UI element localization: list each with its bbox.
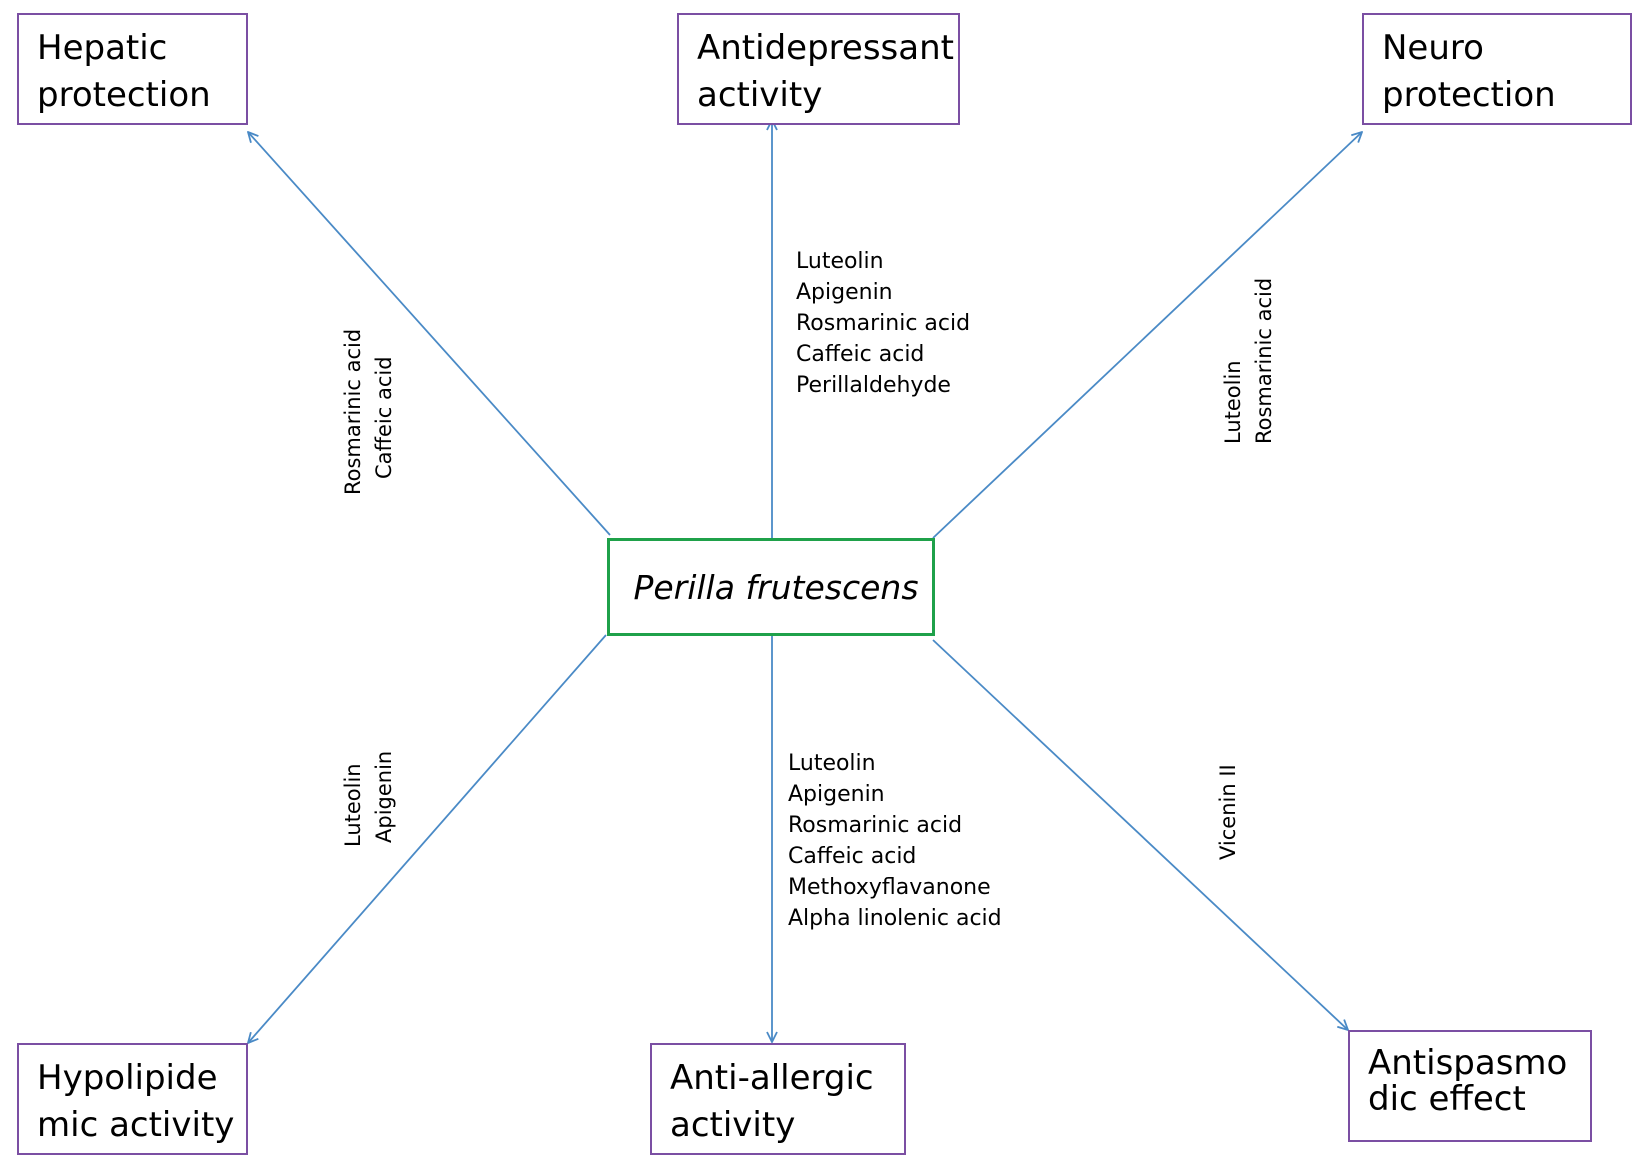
box-line: Antispasmo bbox=[1368, 1043, 1568, 1083]
compounds-antispasmodic: Vicenin II bbox=[1213, 764, 1244, 860]
antispasmodic-effect-box: Antispasmo dic effect bbox=[1348, 1030, 1592, 1142]
compound-item: Caffeic acid bbox=[372, 356, 396, 479]
compound-item: Apigenin bbox=[372, 750, 396, 843]
compound-item: Methoxyflavanone bbox=[788, 875, 991, 900]
compound-item: Rosmarinic acid bbox=[1252, 277, 1276, 444]
arrow-to-hepatic bbox=[248, 132, 611, 536]
box-line: protection bbox=[1382, 75, 1556, 115]
compound-item: Luteolin bbox=[1221, 360, 1245, 444]
antidepressant-activity-box: Antidepressant activity bbox=[677, 13, 960, 125]
compound-item: Luteolin bbox=[796, 249, 884, 274]
compound-item: Luteolin bbox=[788, 751, 876, 776]
compounds-hepatic: Rosmarinic acid Caffeic acid bbox=[338, 329, 400, 495]
arrow-to-neuro bbox=[932, 132, 1362, 539]
anti-allergic-activity-box: Anti-allergic activity bbox=[650, 1043, 906, 1155]
compound-item: Rosmarinic acid bbox=[788, 813, 963, 838]
compound-item: Apigenin bbox=[788, 782, 885, 807]
box-line: Anti-allergic bbox=[670, 1058, 874, 1098]
hypolipidemic-activity-box: Hypolipide mic activity bbox=[17, 1043, 248, 1155]
compounds-neuro: Luteolin Rosmarinic acid bbox=[1218, 278, 1280, 444]
center-node-perilla-frutescens: Perilla frutescens bbox=[607, 538, 935, 636]
compound-item: Perillaldehyde bbox=[796, 373, 951, 398]
box-line: Hypolipide bbox=[37, 1058, 218, 1098]
compounds-hypolipidemic: Luteolin Apigenin bbox=[338, 751, 400, 847]
compounds-antiallergic: Luteolin Apigenin Rosmarinic acid Caffei… bbox=[788, 748, 1002, 934]
box-line: Antidepressant bbox=[697, 28, 954, 68]
compound-item: Luteolin bbox=[341, 763, 365, 847]
center-label: Perilla frutescens bbox=[633, 567, 919, 607]
box-line: mic activity bbox=[37, 1105, 235, 1145]
compound-item: Apigenin bbox=[796, 280, 893, 305]
neuro-protection-box: Neuro protection bbox=[1362, 13, 1632, 125]
box-line: protection bbox=[37, 75, 211, 115]
compounds-antidepressant: Luteolin Apigenin Rosmarinic acid Caffei… bbox=[796, 246, 970, 401]
box-line: Hepatic bbox=[37, 28, 168, 68]
compound-item: Alpha linolenic acid bbox=[788, 906, 1002, 931]
box-line: Neuro bbox=[1382, 28, 1484, 68]
arrow-to-hypolipidemic bbox=[248, 634, 607, 1043]
arrow-to-antispasmodic bbox=[932, 639, 1348, 1030]
compound-item: Vicenin II bbox=[1216, 764, 1240, 860]
compound-item: Rosmarinic acid bbox=[796, 311, 971, 336]
compound-item: Caffeic acid bbox=[796, 342, 925, 367]
compound-item: Rosmarinic acid bbox=[341, 328, 365, 495]
box-line: activity bbox=[670, 1105, 796, 1145]
box-line: activity bbox=[697, 75, 823, 115]
hepatic-protection-box: Hepatic protection bbox=[17, 13, 248, 125]
compound-item: Caffeic acid bbox=[788, 844, 917, 869]
box-line: dic effect bbox=[1368, 1079, 1526, 1119]
